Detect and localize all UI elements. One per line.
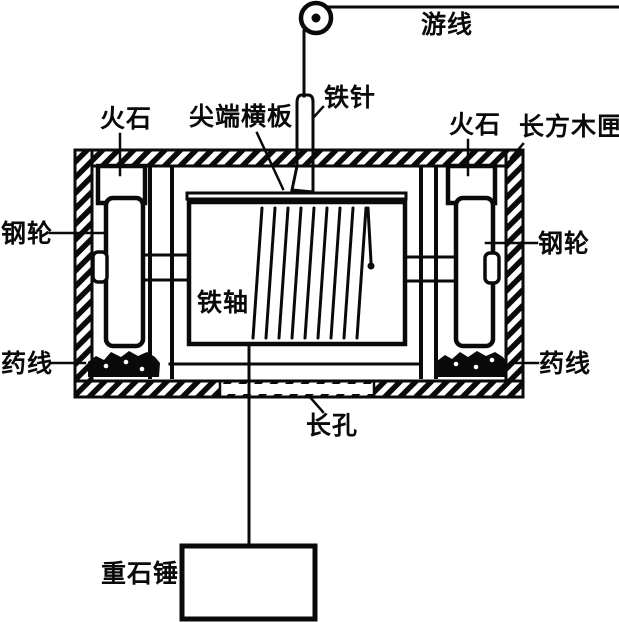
label-long-hole: 长孔 — [306, 412, 359, 440]
steel-wheel-right-hub — [483, 251, 501, 285]
label-fuse-right: 药线 — [539, 350, 592, 378]
pulley-axle-dot — [311, 13, 321, 23]
box-right-wall — [504, 148, 525, 399]
fuse-powder-left — [88, 351, 160, 377]
label-flint-left: 火石 — [100, 105, 153, 133]
axle-shafts — [141, 253, 459, 283]
label-iron-axle: 铁轴 — [197, 289, 250, 317]
partition-boards — [148, 166, 438, 379]
stone-weight-block — [179, 543, 318, 622]
label-iron-needle: 铁针 — [324, 84, 377, 112]
steel-wheel-left-hub — [91, 250, 109, 284]
box-top-wall — [73, 148, 525, 168]
steel-wheel-left-body — [103, 195, 146, 349]
board-leader — [255, 131, 285, 191]
long-hole-leader — [307, 394, 325, 414]
label-steel-wheel-right: 钢轮 — [538, 230, 591, 258]
leader-lines — [48, 105, 540, 414]
label-pointed-end-board: 尖端横板 — [189, 103, 294, 131]
wound-cord-lines — [251, 206, 373, 340]
fuse-powder-right — [436, 351, 507, 377]
wooden-box-leader — [509, 142, 525, 160]
box-left-wall — [73, 148, 94, 399]
label-wooden-box: 长方木匣 — [519, 113, 619, 141]
label-fuse-left: 药线 — [1, 350, 54, 378]
long-hole-opening — [221, 384, 373, 394]
label-flint-right: 火石 — [449, 111, 502, 139]
iron-needle — [290, 93, 315, 194]
pointed-end-board — [185, 191, 408, 201]
label-steel-wheel-left: 钢轮 — [1, 220, 54, 248]
label-floating-line: 游线 — [421, 11, 474, 39]
label-stone-weight: 重石锤 — [101, 560, 180, 588]
cord-loose-end — [366, 206, 373, 264]
needle-leader — [311, 105, 325, 120]
cord-end-knot — [367, 262, 375, 270]
